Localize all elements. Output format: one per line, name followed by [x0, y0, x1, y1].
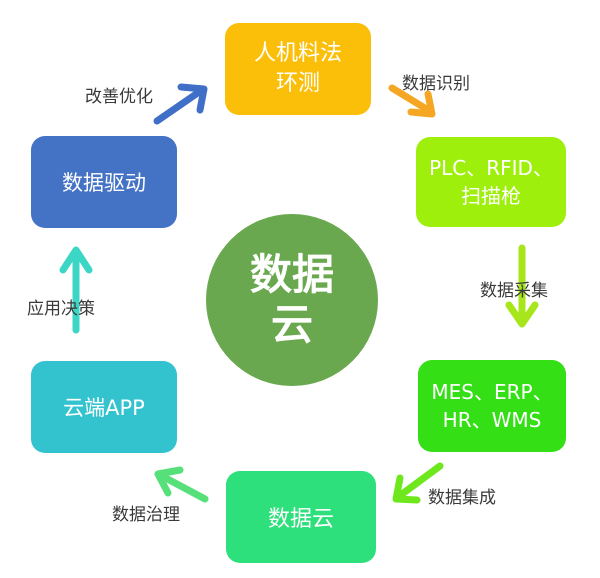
node-label: 人机料法 环测 — [253, 41, 342, 96]
arrow-data-governance — [154, 466, 209, 503]
node-cloud-app: 云端APP — [31, 361, 177, 453]
node-label: 数据云 — [267, 507, 334, 532]
arrow-improvement-optimization — [153, 83, 208, 125]
center-label: 数据 云 — [249, 249, 334, 349]
node-label: 数据驱动 — [62, 171, 146, 195]
arrow-data-integration — [392, 462, 444, 504]
node-plc-rfid-scanner: PLC、RFID、 扫描枪 — [416, 137, 566, 227]
center-data-cloud: 数据 云 — [206, 214, 378, 386]
node-human-machine-material: 人机料法 环测 — [225, 23, 371, 115]
arrow-data-recognition — [388, 84, 436, 118]
node-data-cloud: 数据云 — [226, 471, 376, 563]
edge-label-data-collection: 数据采集 — [480, 281, 548, 301]
edge-label-data-recognition: 数据识别 — [402, 74, 470, 94]
node-label: 云端APP — [63, 396, 145, 420]
arrow-data-collection — [505, 244, 539, 328]
edge-label-data-integration: 数据集成 — [428, 488, 496, 508]
edge-label-application-decision: 应用决策 — [27, 299, 95, 319]
node-data-driven: 数据驱动 — [31, 136, 177, 228]
node-label: MES、ERP、 HR、WMS — [431, 380, 553, 432]
edge-label-improvement-optimization: 改善优化 — [85, 87, 153, 107]
node-mes-erp-hr-wms: MES、ERP、 HR、WMS — [418, 360, 566, 452]
node-label: PLC、RFID、 扫描枪 — [429, 156, 553, 208]
edge-label-data-governance: 数据治理 — [112, 505, 180, 525]
arrow-application-decision — [59, 246, 93, 334]
